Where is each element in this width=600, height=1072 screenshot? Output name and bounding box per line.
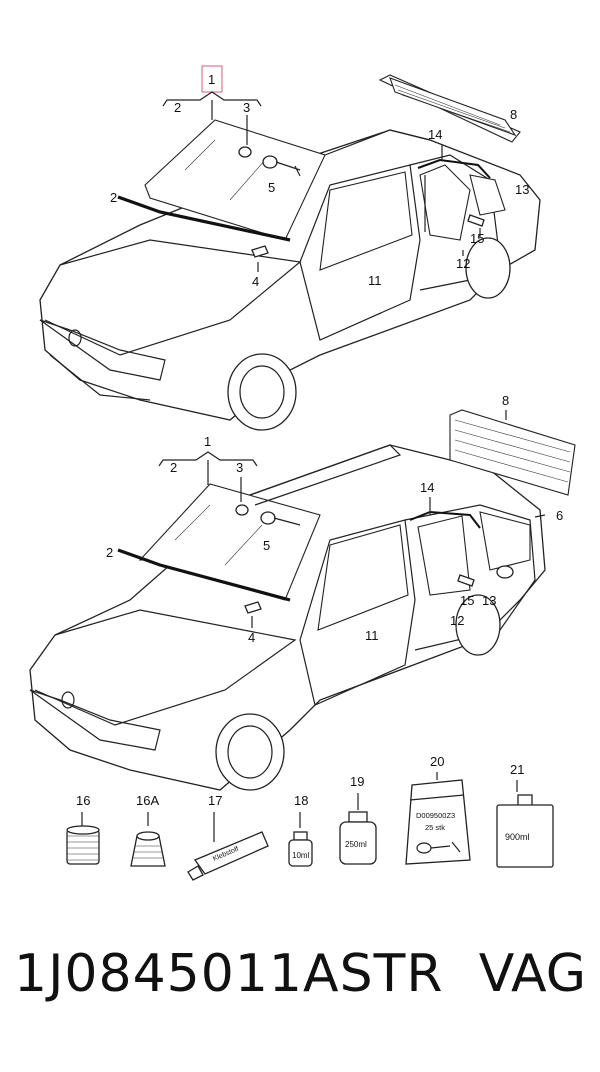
- sedan-illustration: [39, 119, 541, 431]
- callout-12-top: 12: [456, 256, 470, 271]
- callout-11-bottom: 11: [365, 628, 379, 643]
- callout-4-bottom: 4: [248, 630, 255, 645]
- callout-13-bottom: 13: [482, 593, 496, 608]
- part-number: 1J0845011ASTR: [14, 944, 444, 1004]
- callout-11-top: 11: [368, 273, 382, 288]
- accessory-16-spacer-roll: 16: [66, 793, 100, 865]
- brand-label: VAG: [478, 944, 586, 1004]
- rear-window-wagon: [449, 409, 576, 496]
- callout-5-bottom: 5: [263, 538, 270, 553]
- svg-text:18: 18: [294, 793, 308, 808]
- callout-5-top: 5: [268, 180, 275, 195]
- accessory-18-bottle-small: 18 10ml: [288, 793, 313, 867]
- accessory-17-adhesive-tube: 17 Klebstoff: [187, 793, 269, 881]
- accessory-16A-spacer-roll: 16A: [130, 793, 166, 867]
- callout-12-bottom: 12: [450, 613, 464, 628]
- svg-text:17: 17: [208, 793, 222, 808]
- svg-text:16A: 16A: [136, 793, 159, 808]
- svg-text:1: 1: [208, 72, 215, 87]
- svg-text:10ml: 10ml: [292, 851, 310, 860]
- svg-text:25 stk: 25 stk: [425, 823, 445, 832]
- callout-4-top: 4: [252, 274, 259, 289]
- callout-14-top: 14: [428, 127, 442, 142]
- svg-text:20: 20: [430, 754, 444, 769]
- rear-window-sedan: [378, 74, 521, 143]
- svg-text:1: 1: [204, 434, 211, 449]
- svg-text:21: 21: [510, 762, 524, 777]
- callout-1-bottom[interactable]: 1: [158, 434, 258, 467]
- callout-2a-top: 2: [174, 100, 181, 115]
- footer: 1J0845011ASTR VAG: [0, 944, 600, 1044]
- callout-2a-bottom: 2: [170, 460, 177, 475]
- wagon-illustration: [29, 444, 546, 791]
- callout-8-bottom: 8: [502, 393, 509, 408]
- callout-15-top: 15: [470, 231, 484, 246]
- accessory-21-can: 21 900ml: [496, 762, 554, 868]
- svg-text:D009500Z3: D009500Z3: [416, 811, 455, 820]
- svg-text:250ml: 250ml: [345, 840, 367, 849]
- parts-diagram: 1 2 3 2 5 4 8 14 13 15 12 11: [29, 65, 576, 881]
- callout-14-bottom: 14: [420, 480, 434, 495]
- accessory-19-bottle-medium: 19 250ml: [339, 774, 377, 865]
- callout-1-top[interactable]: 1: [162, 65, 262, 107]
- svg-text:16: 16: [76, 793, 90, 808]
- accessory-20-bag: 20 D009500Z3 25 stk: [405, 754, 471, 865]
- callout-3-bottom: 3: [236, 460, 243, 475]
- callout-3-top: 3: [243, 100, 250, 115]
- svg-text:19: 19: [350, 774, 364, 789]
- callout-2b-top: 2: [110, 190, 117, 205]
- callout-8-top: 8: [510, 107, 517, 122]
- callout-13-top: 13: [515, 182, 529, 197]
- callout-6-bottom: 6: [556, 508, 563, 523]
- callout-2b-bottom: 2: [106, 545, 113, 560]
- svg-text:900ml: 900ml: [505, 832, 530, 842]
- callout-15-bottom: 15: [460, 593, 474, 608]
